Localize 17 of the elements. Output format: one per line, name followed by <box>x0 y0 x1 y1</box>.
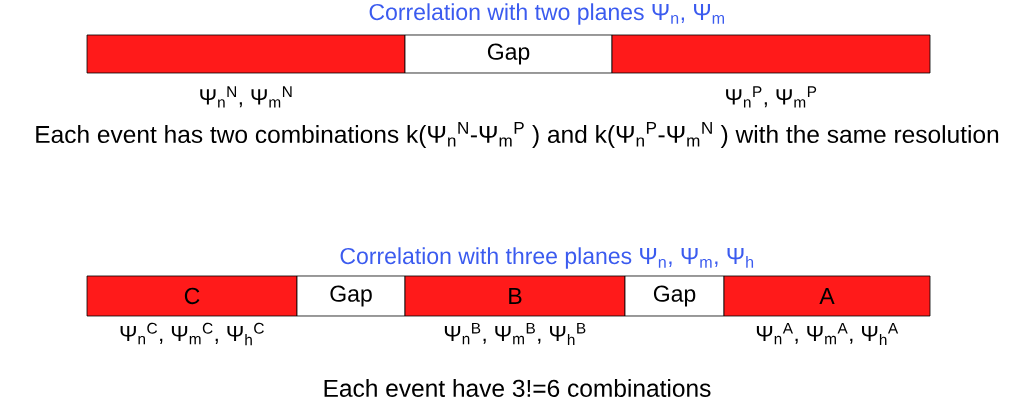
plane-label: Ψ$_{n}$$^{P}$, Ψ$_{m}$P <box>726 86 817 108</box>
note-text: Each event has two combinations k(Ψ$_{n}$$^{N}$-Ψ$_{m}$$^{P}$ ) and k(Ψ$_{n}$$^{P}$-Ψ$_{m}$$^{N}$ ) with the same resolution <box>36 122 999 148</box>
note-text: Each event have 3!=6 combinations <box>324 379 711 397</box>
heading: Correlation with three planes Ψ$_{n}$, Ψ$_{m}$, Ψ$_{h}$ <box>340 247 754 269</box>
bar-segment: Gap <box>404 34 613 74</box>
bar-segment <box>611 34 931 74</box>
bar-segment: Gap <box>624 275 725 317</box>
plane-label: Ψ$_{n}$$^{A}$, Ψ$_{m}$$^{A}$, Ψ$_{h}$A <box>756 322 899 346</box>
heading: Correlation with two planes Ψ$_{n}$, Ψ$_{m}$ <box>369 3 724 25</box>
bar-segment: Gap <box>296 275 406 317</box>
bar-segment <box>86 34 406 74</box>
bar-segment: C <box>86 275 298 317</box>
plane-label: Ψ$_{n}$$^{N}$, Ψ$_{m}$N <box>200 86 292 108</box>
bar-segment: B <box>404 275 626 317</box>
bar-segment: A <box>723 275 931 317</box>
plane-label: Ψ$_{n}$$^{C}$, Ψ$_{m}$$^{C}$, Ψ$_{h}$C <box>120 322 264 346</box>
plane-label: Ψ$_{n}$$^{B}$, Ψ$_{m}$$^{B}$, Ψ$_{h}$B <box>444 322 586 346</box>
